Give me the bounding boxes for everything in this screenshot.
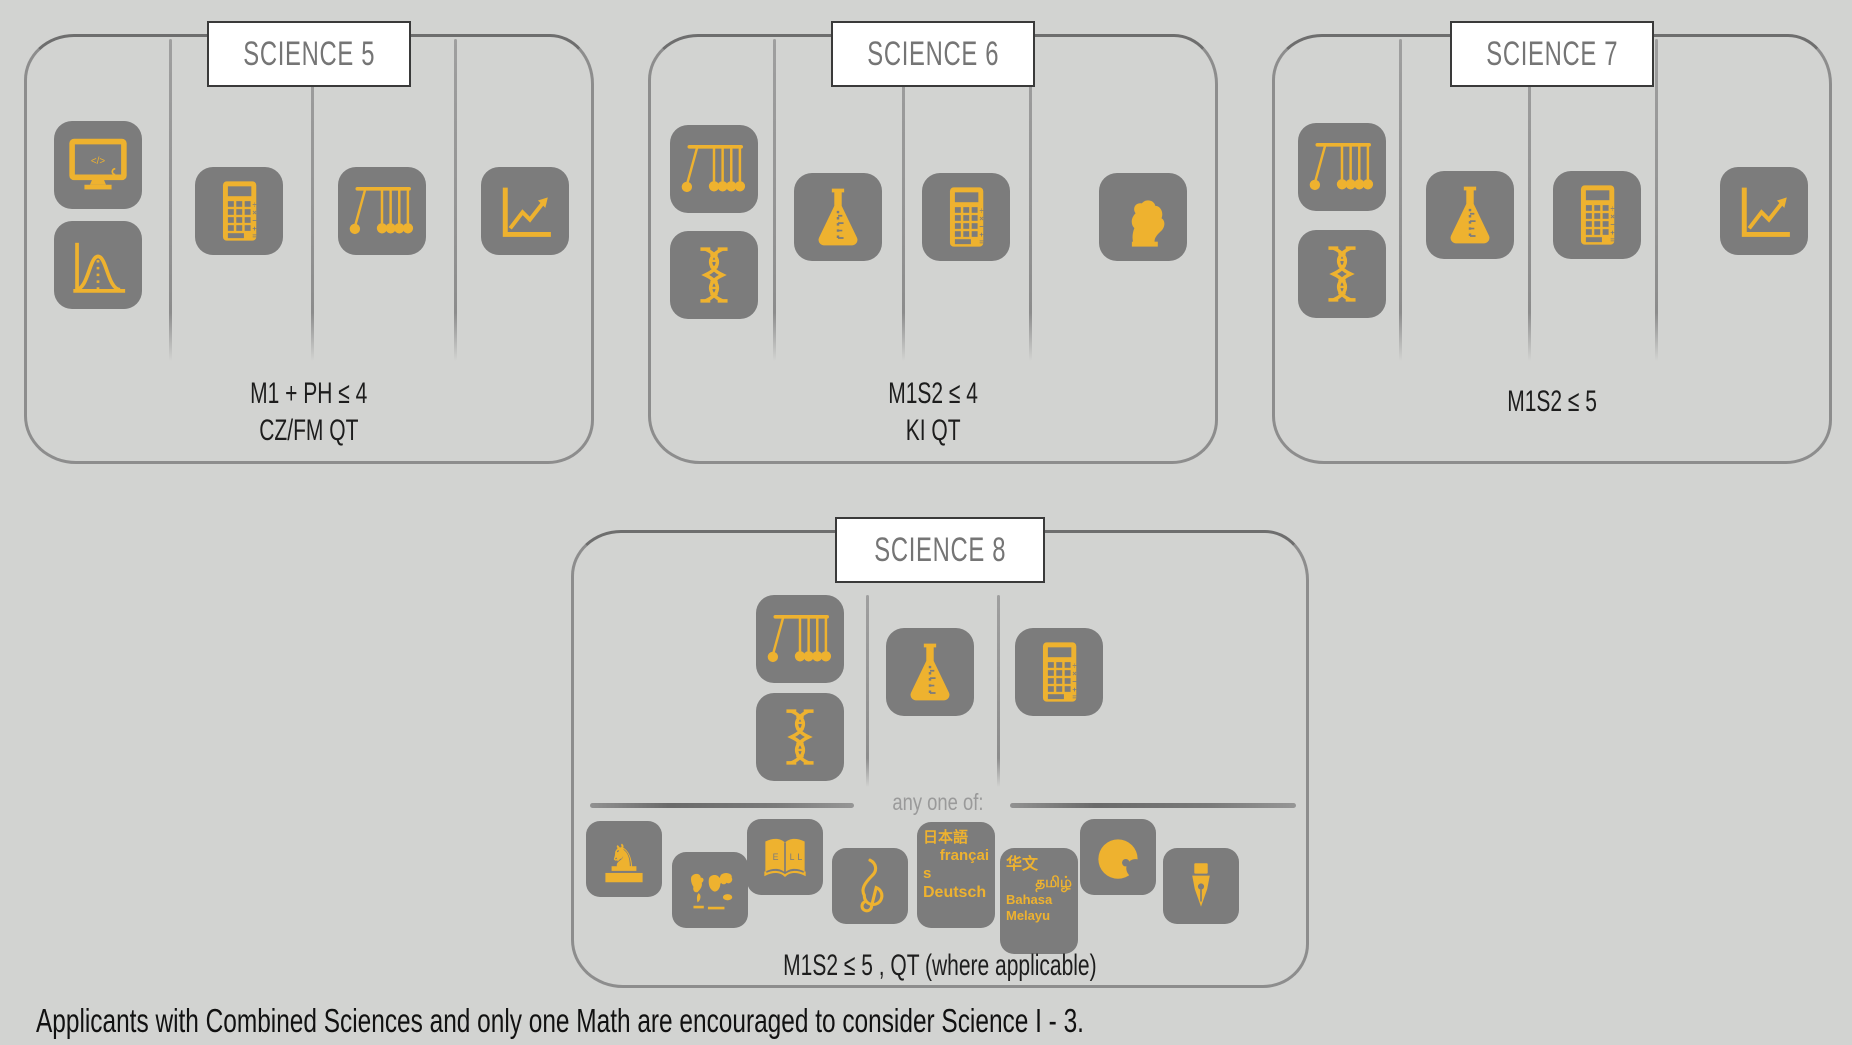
language-french-part2: s	[923, 865, 932, 882]
flask-icon	[794, 173, 882, 261]
language-malay-part2: Melayu	[1006, 907, 1051, 923]
calculator-icon	[1553, 171, 1641, 259]
language-german: Deutsch	[923, 884, 987, 901]
column-divider	[997, 595, 1000, 787]
science5-title: SCIENCE 5	[243, 34, 375, 73]
science8-requirements: M1S2 ≤ 5 , QT (where applicable)	[574, 947, 1306, 984]
column-divider	[1655, 39, 1658, 361]
languages-jp-fr-de-tile: 日本語 françai s Deutsch	[917, 822, 995, 928]
language-chinese: 华文	[1006, 856, 1039, 873]
flask-icon	[886, 628, 974, 716]
newtons-cradle-icon	[670, 125, 758, 213]
column-divider	[866, 595, 869, 787]
newtons-cradle-icon	[756, 595, 844, 683]
science5-box: SCIENCE 5 M1 + PH ≤ 4 CZ/FM QT	[24, 21, 594, 464]
pen-nib-icon	[1163, 848, 1239, 924]
treble-clef-icon	[832, 848, 908, 924]
footnote: Applicants with Combined Sciences and on…	[36, 1002, 1084, 1039]
science6-box: SCIENCE 6 M1S2 ≤ 4 KI QT	[648, 21, 1218, 464]
science7-box: SCIENCE 7 M1S2 ≤ 5	[1272, 21, 1832, 464]
science7-title: SCIENCE 7	[1486, 34, 1618, 73]
science7-title-box: SCIENCE 7	[1450, 21, 1654, 87]
newtons-cradle-icon	[1298, 123, 1386, 211]
science8-requirement-line1: M1S2 ≤ 5 , QT (where applicable)	[783, 949, 1097, 982]
science8-title: SCIENCE 8	[874, 530, 1006, 569]
science8-box: SCIENCE 8 any one of: 日本語 françai s Deut…	[571, 517, 1309, 988]
column-divider	[169, 39, 172, 361]
line-chart-icon	[1720, 167, 1808, 255]
column-divider	[454, 39, 457, 361]
column-divider	[1029, 39, 1032, 361]
computer-code-icon	[54, 121, 142, 209]
language-french-part1: françai	[939, 847, 989, 864]
language-tamil: தமிழ்	[1035, 874, 1072, 892]
newtons-cradle-icon	[338, 167, 426, 255]
line-chart-icon	[481, 167, 569, 255]
flask-icon	[1426, 171, 1514, 259]
science7-requirements: M1S2 ≤ 5	[1275, 383, 1829, 420]
science6-requirement-line2: KI QT	[905, 414, 961, 447]
science8-title-box: SCIENCE 8	[835, 517, 1045, 583]
open-book-icon	[747, 819, 823, 895]
science6-requirements: M1S2 ≤ 4 KI QT	[651, 375, 1215, 449]
science5-requirement-line1: M1 + PH ≤ 4	[250, 377, 368, 410]
thinker-statue-icon	[1099, 173, 1187, 261]
column-divider	[773, 39, 776, 361]
dna-icon	[1298, 230, 1386, 318]
science5-requirements: M1 + PH ≤ 4 CZ/FM QT	[27, 375, 591, 449]
science6-requirement-line1: M1S2 ≤ 4	[888, 377, 978, 410]
world-map-icon	[672, 852, 748, 928]
art-palette-icon	[1080, 819, 1156, 895]
science5-requirement-line2: CZ/FM QT	[259, 414, 359, 447]
language-malay-part1: Bahasa	[1006, 892, 1053, 908]
sketch-divider-line	[590, 803, 854, 808]
science7-requirement-line1: M1S2 ≤ 5	[1507, 385, 1597, 418]
calculator-icon	[1015, 628, 1103, 716]
science6-title-box: SCIENCE 6	[831, 21, 1035, 87]
dna-icon	[670, 231, 758, 319]
science6-title: SCIENCE 6	[867, 34, 999, 73]
column-divider	[1399, 39, 1402, 361]
sketch-divider-line	[1010, 803, 1296, 808]
calculator-icon	[195, 167, 283, 255]
languages-cn-ta-ms-tile: 华文 தமிழ் Bahasa Melayu	[1000, 848, 1078, 954]
any-one-of-label: any one of:	[892, 789, 984, 815]
column-divider	[1528, 39, 1531, 361]
column-divider	[902, 39, 905, 361]
column-divider	[311, 39, 314, 361]
language-japanese: 日本語	[923, 829, 969, 846]
equestrian-statue-icon	[586, 821, 662, 897]
dna-icon	[756, 693, 844, 781]
bell-curve-icon	[54, 221, 142, 309]
calculator-icon	[922, 173, 1010, 261]
science5-title-box: SCIENCE 5	[207, 21, 411, 87]
